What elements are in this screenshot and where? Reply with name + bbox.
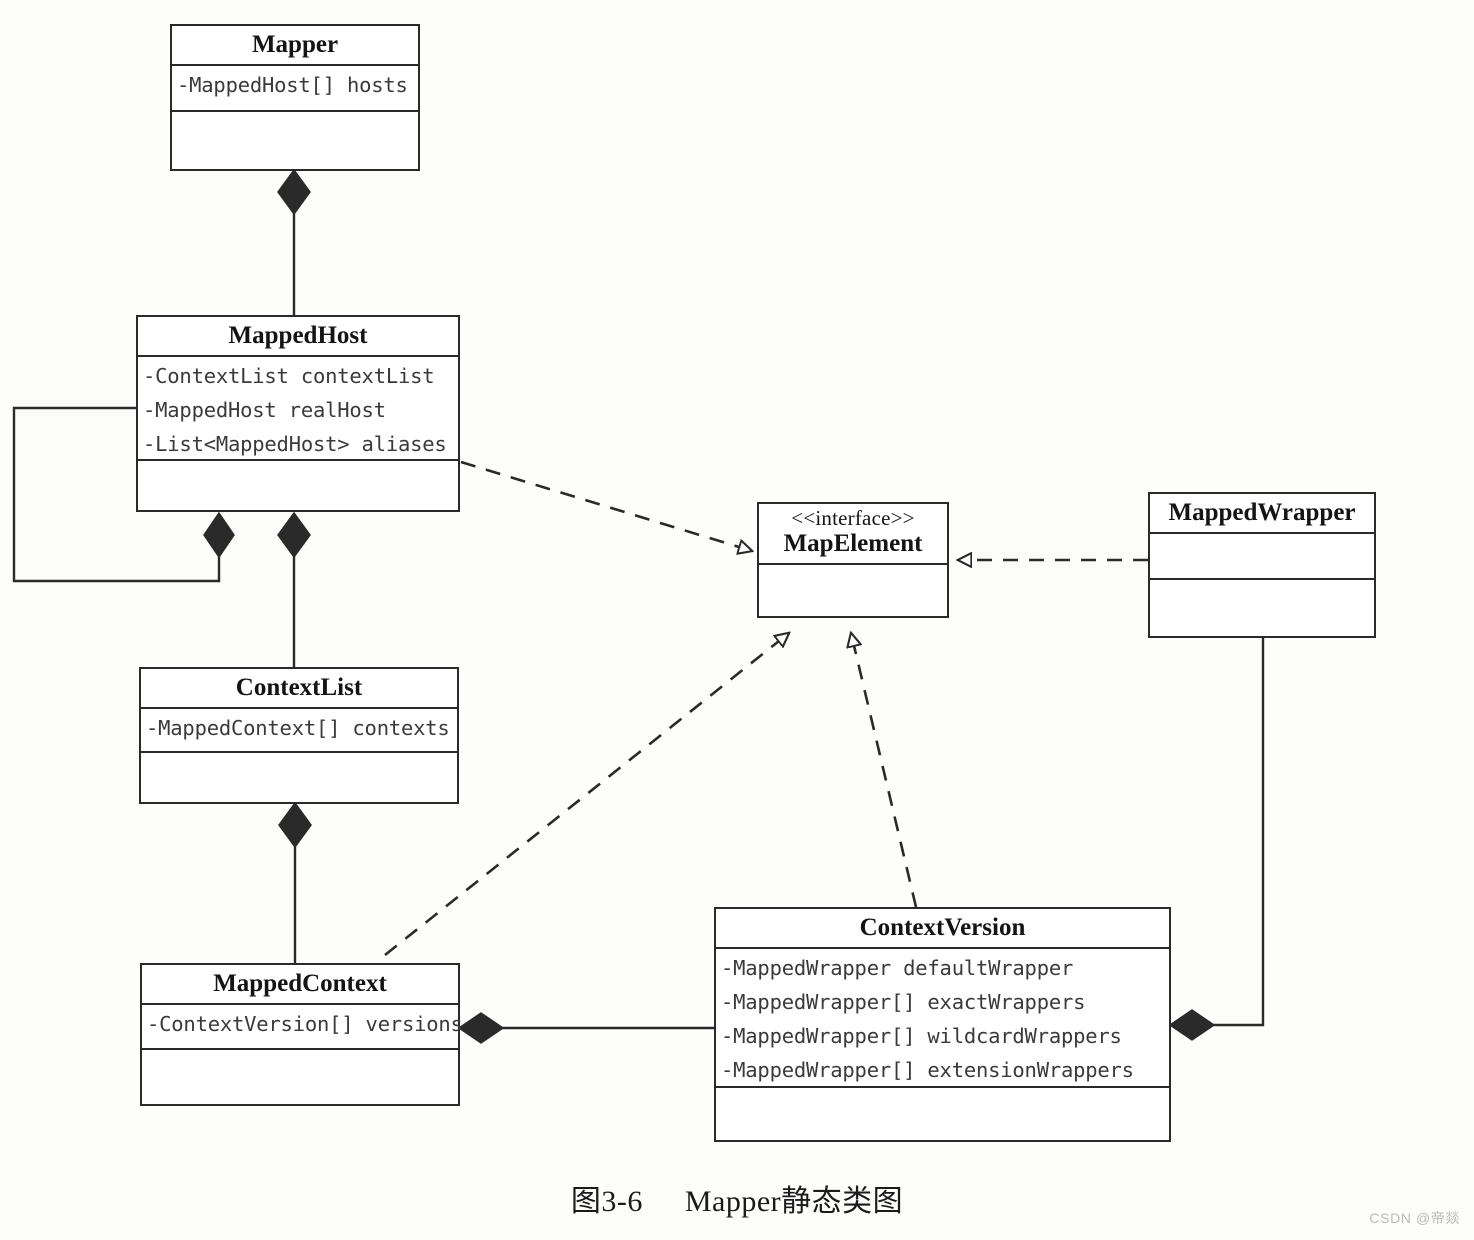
- class-name-context-version: ContextVersion: [716, 909, 1169, 949]
- class-box-mapped-host[interactable]: MappedHost -ContextList contextList -Map…: [136, 315, 460, 512]
- class-name-mapper: Mapper: [172, 26, 418, 66]
- class-box-map-element[interactable]: <<interface>> MapElement: [757, 502, 949, 618]
- attribute: -MappedWrapper defaultWrapper: [721, 956, 1074, 980]
- edge-contextversion-mapelement: [851, 633, 918, 908]
- edge-contextlist-mappedcontext: [278, 801, 312, 963]
- class-operations-mapped-wrapper: [1150, 580, 1374, 631]
- class-operations-context-list: [141, 753, 457, 798]
- attribute: -MappedWrapper[] exactWrappers: [721, 990, 1086, 1015]
- class-attributes-mapped-host: -ContextList contextList -MappedHost rea…: [138, 357, 458, 461]
- class-attributes-mapped-wrapper: [1150, 534, 1374, 580]
- class-operations-mapped-host: [138, 461, 458, 508]
- stereotype-label: <<interface>>: [791, 506, 915, 530]
- figure-caption: 图3-6 Mapper静态类图: [0, 1176, 1474, 1220]
- interface-name-label: MapElement: [783, 530, 923, 558]
- class-box-mapper[interactable]: Mapper -MappedHost[] hosts: [170, 24, 420, 171]
- page-bleed-artifact: [790, 0, 796, 22]
- attribute: -MappedHost[] hosts: [177, 73, 408, 97]
- class-box-context-version[interactable]: ContextVersion -MappedWrapper defaultWra…: [714, 907, 1171, 1142]
- class-name-mapped-wrapper: MappedWrapper: [1150, 494, 1374, 534]
- attribute: -MappedWrapper[] extensionWrappers: [721, 1058, 1134, 1083]
- attribute: -MappedContext[] contexts: [146, 716, 450, 740]
- class-attributes-mapped-context: -ContextVersion[] versions: [142, 1005, 463, 1050]
- class-box-context-list[interactable]: ContextList -MappedContext[] contexts: [139, 667, 459, 804]
- figure-title: Mapper静态类图: [684, 1185, 904, 1218]
- figure-number: 图3-6: [570, 1185, 643, 1218]
- class-operations-mapper: [172, 112, 418, 165]
- class-attributes-context-version: -MappedWrapper defaultWrapper -MappedWra…: [716, 949, 1169, 1088]
- class-attributes-context-list: -MappedContext[] contexts: [141, 709, 457, 753]
- edge-mappedcontext-contextversion: [457, 1012, 714, 1044]
- class-name-mapped-context: MappedContext: [142, 965, 458, 1005]
- attribute: -List<MappedHost> aliases: [143, 432, 447, 457]
- class-box-mapped-wrapper[interactable]: MappedWrapper: [1148, 492, 1376, 638]
- class-name-map-element: <<interface>> MapElement: [759, 504, 947, 566]
- csdn-watermark: CSDN @帝燚: [1369, 1210, 1460, 1226]
- class-box-mapped-context[interactable]: MappedContext -ContextVersion[] versions: [140, 963, 463, 1106]
- attribute: -ContextList contextList: [143, 364, 435, 388]
- class-operations-map-element: [759, 565, 947, 611]
- class-attributes-mapper: -MappedHost[] hosts: [172, 66, 418, 112]
- class-operations-mapped-context: [142, 1050, 458, 1099]
- edge-contextversion-mappedwrapper: [1168, 638, 1265, 1041]
- class-operations-context-version: [716, 1088, 1169, 1140]
- edge-mappedhost-mapelement: [460, 460, 752, 551]
- attribute: -MappedHost realHost: [143, 398, 386, 423]
- attribute: -MappedWrapper[] wildcardWrappers: [721, 1024, 1122, 1049]
- class-name-mapped-host: MappedHost: [138, 317, 458, 357]
- edge-mapper-mappedhost: [277, 168, 311, 315]
- attribute: -ContextVersion[] versions: [147, 1012, 463, 1036]
- edge-mappedhost-contextlist: [277, 511, 311, 667]
- class-name-context-list: ContextList: [141, 669, 457, 709]
